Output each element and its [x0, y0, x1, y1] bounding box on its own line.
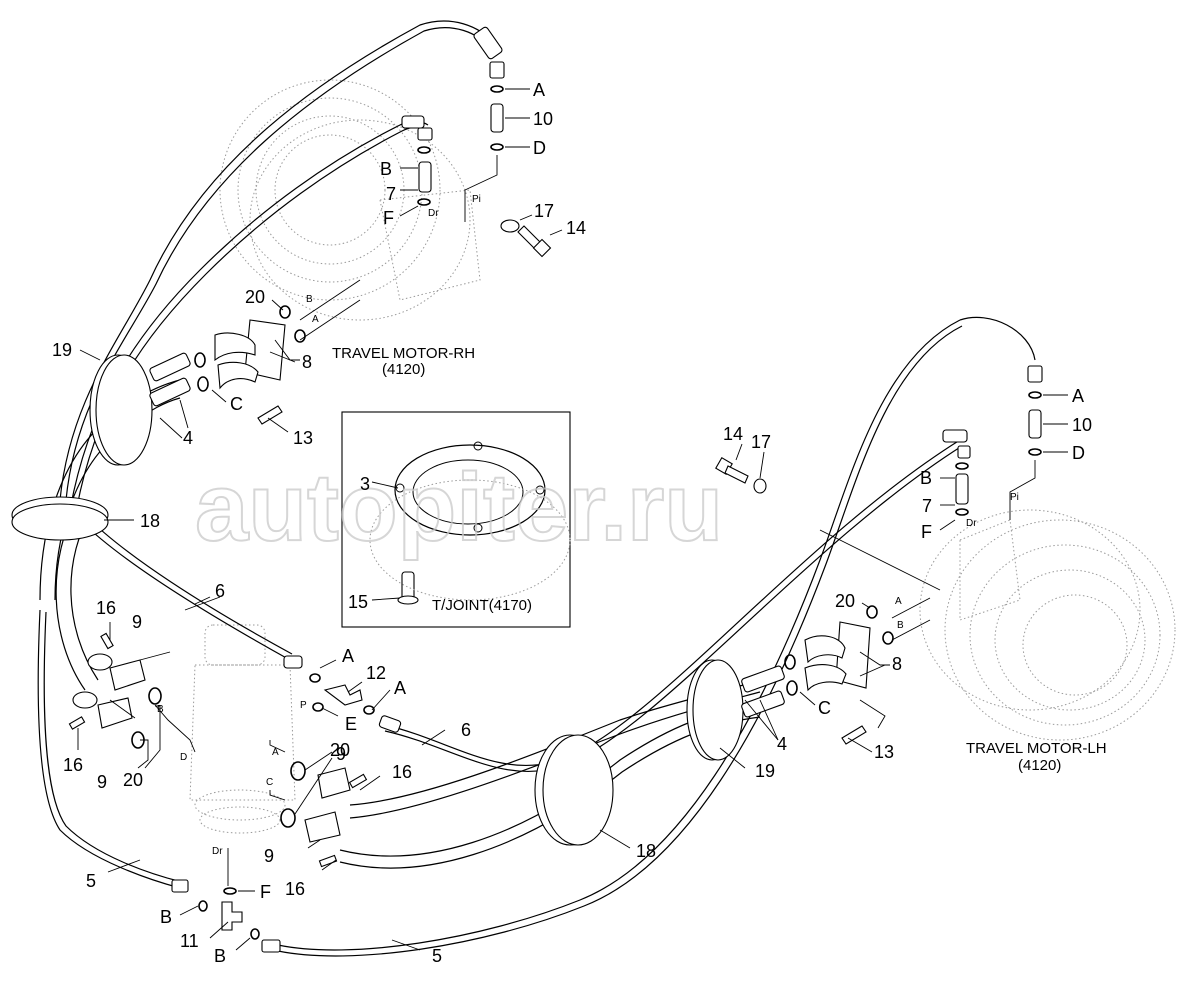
callout-6-right: 6: [461, 720, 471, 740]
callout-8-lh: 8: [892, 654, 902, 674]
callout-3: 3: [360, 474, 370, 494]
watermark: autopiter.ru: [194, 453, 724, 562]
hose-clamp-18-right: [534, 734, 614, 846]
letter-d-rh: D: [533, 138, 546, 158]
callout-17-rh: 17: [534, 201, 554, 221]
letter-b-lh: B: [920, 468, 932, 488]
letter-c-lh: C: [818, 698, 831, 718]
callout-17-lh: 17: [751, 432, 771, 452]
callout-14-rh: 14: [566, 218, 586, 238]
callout-16-upper-right: 16: [392, 762, 412, 782]
fittings: [68, 26, 1043, 953]
port-dr-lh: Dr: [966, 518, 977, 529]
port-labels: Pi Dr B A Pi Dr A B B D P A C Dr: [157, 194, 1019, 857]
port-pi-lh: Pi: [1010, 492, 1019, 503]
callout-9-upper-left: 9: [132, 612, 142, 632]
callout-20-rh: 20: [245, 287, 265, 307]
caption-travel-motor-rh-code: (4120): [382, 361, 425, 378]
callout-20-tj: 20: [330, 740, 350, 760]
caption-travel-motor-lh: TRAVEL MOTOR-LH: [966, 740, 1107, 757]
o-rings: [131, 85, 1042, 940]
letter-a-tj-right: A: [394, 678, 406, 698]
port-d-mid: D: [180, 752, 187, 763]
letter-a-tj-left: A: [342, 646, 354, 666]
port-a-tj: A: [272, 747, 279, 758]
part-callouts: 3 4 4 5 5 6 6 7 7 8 8 9 9 9 9 10 10 11 1…: [52, 109, 1092, 966]
callout-4-rh: 4: [183, 428, 193, 448]
letter-d-lh: D: [1072, 443, 1085, 463]
letter-b-left: B: [160, 907, 172, 927]
letter-b-bottom: B: [214, 946, 226, 966]
callout-18-right: 18: [636, 841, 656, 861]
hose-clamp-19-left: [89, 354, 153, 466]
hose-clamp-18-left: [11, 496, 109, 541]
port-a-lh: A: [895, 596, 902, 607]
callout-13-lh: 13: [874, 742, 894, 762]
travel-motor-lh-outline: [919, 509, 1176, 741]
callout-8-rh: 8: [302, 352, 312, 372]
callout-10-rh: 10: [533, 109, 553, 129]
callout-12: 12: [366, 663, 386, 683]
letter-b-rh: B: [380, 159, 392, 179]
letter-f-tj: F: [260, 882, 271, 902]
callout-16-lower-left: 16: [63, 755, 83, 775]
letter-f-rh: F: [383, 208, 394, 228]
callout-20-lh: 20: [835, 591, 855, 611]
letter-e: E: [345, 714, 357, 734]
callout-9-lower-right: 9: [264, 846, 274, 866]
caption-travel-motor-lh-code: (4120): [1018, 757, 1061, 774]
port-dr-tj: Dr: [212, 846, 223, 857]
callout-7-lh: 7: [922, 496, 932, 516]
callout-9-upper-right: 9: [336, 744, 346, 764]
port-b-mid: B: [157, 704, 164, 715]
captions: TRAVEL MOTOR-RH (4120) TRAVEL MOTOR-LH (…: [332, 345, 1107, 774]
port-dr-rh: Dr: [428, 208, 439, 219]
port-pi-rh: Pi: [472, 194, 481, 205]
callout-13-rh: 13: [293, 428, 313, 448]
callout-16-upper-left: 16: [96, 598, 116, 618]
callout-20-left: 20: [123, 770, 143, 790]
port-a-rh: A: [312, 314, 319, 325]
letter-f-lh: F: [921, 522, 932, 542]
callout-9-lower-left: 9: [97, 772, 107, 792]
letter-a-rh: A: [533, 80, 545, 100]
hose-clamp-19-right: [686, 659, 744, 761]
leader-lines: [77, 88, 1068, 951]
callout-16-lower-right: 16: [285, 879, 305, 899]
callout-18-left: 18: [140, 511, 160, 531]
turning-joint-outline: [189, 624, 296, 834]
port-c-tj: C: [266, 777, 273, 788]
callout-5-lower-left: 5: [86, 871, 96, 891]
watermark-text: autopiter.ru: [195, 454, 723, 561]
letter-c-rh: C: [230, 394, 243, 414]
callout-11: 11: [180, 931, 199, 951]
callout-6-left: 6: [215, 581, 225, 601]
port-b-rh: B: [306, 294, 313, 305]
letter-callouts: A A A A B B B B C C D D E F F F: [160, 80, 1085, 966]
callout-7-rh: 7: [386, 184, 396, 204]
callout-19-left: 19: [52, 340, 72, 360]
letter-a-lh: A: [1072, 386, 1084, 406]
travel-motor-rh-outline: [219, 79, 481, 321]
callout-14-lh: 14: [723, 424, 743, 444]
port-p-tj: P: [300, 700, 307, 711]
callout-10-lh: 10: [1072, 415, 1092, 435]
callout-15: 15: [348, 592, 368, 612]
callout-5-lower: 5: [432, 946, 442, 966]
callout-4-lh: 4: [777, 734, 787, 754]
caption-turning-joint: T/JOINT(4170): [432, 597, 532, 614]
caption-travel-motor-rh: TRAVEL MOTOR-RH: [332, 345, 475, 362]
callout-19-right: 19: [755, 761, 775, 781]
port-b-lh: B: [897, 620, 904, 631]
